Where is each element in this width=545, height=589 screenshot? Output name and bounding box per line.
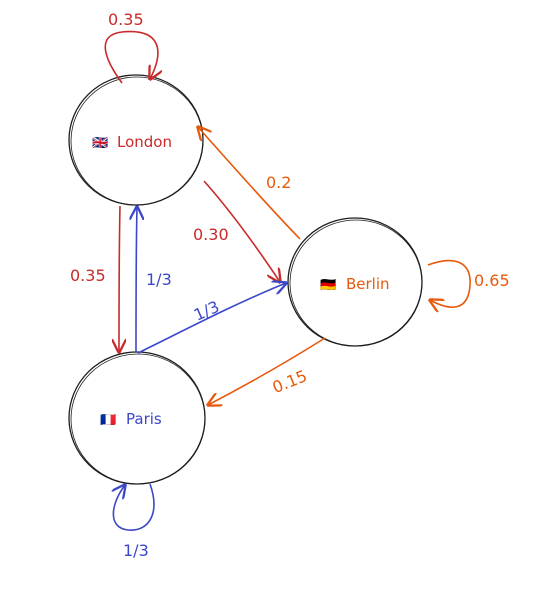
edge-london-paris: 0.35 [70,205,120,352]
edge-label-london-paris: 0.35 [70,266,106,285]
edge-berlin-berlin: 0.65 [428,259,510,308]
edge-paris-london: 1/3 [136,207,172,353]
node-label-berlin: Berlin [346,275,390,293]
node-label-paris: Paris [126,410,162,428]
edge-london-london: 0.35 [104,10,158,84]
node-london: 🇬🇧 London [68,74,204,206]
edge-label-berlin-berlin: 0.65 [474,271,510,290]
edge-label-paris-paris: 1/3 [123,541,149,560]
node-label-london: London [117,133,172,151]
edge-label-berlin-london: 0.2 [266,173,291,192]
node-paris: 🇫🇷 Paris [68,351,206,485]
edge-paris-paris: 1/3 [113,484,155,560]
germany-flag-icon: 🇩🇪 [320,278,336,293]
edge-label-london-berlin: 0.30 [193,225,229,244]
france-flag-icon: 🇫🇷 [100,413,116,428]
uk-flag-icon: 🇬🇧 [92,136,108,151]
edge-berlin-paris: 0.15 [208,337,326,405]
edge-label-paris-london: 1/3 [146,270,172,289]
edge-label-berlin-paris: 0.15 [270,366,310,397]
edge-london-berlin: 0.30 [193,180,280,282]
edge-paris-berlin: 1/3 [137,283,286,354]
node-berlin: 🇩🇪 Berlin [287,217,423,347]
edge-berlin-london: 0.2 [198,127,301,240]
edge-label-paris-berlin: 1/3 [191,297,222,325]
edge-label-london-london: 0.35 [108,10,144,29]
